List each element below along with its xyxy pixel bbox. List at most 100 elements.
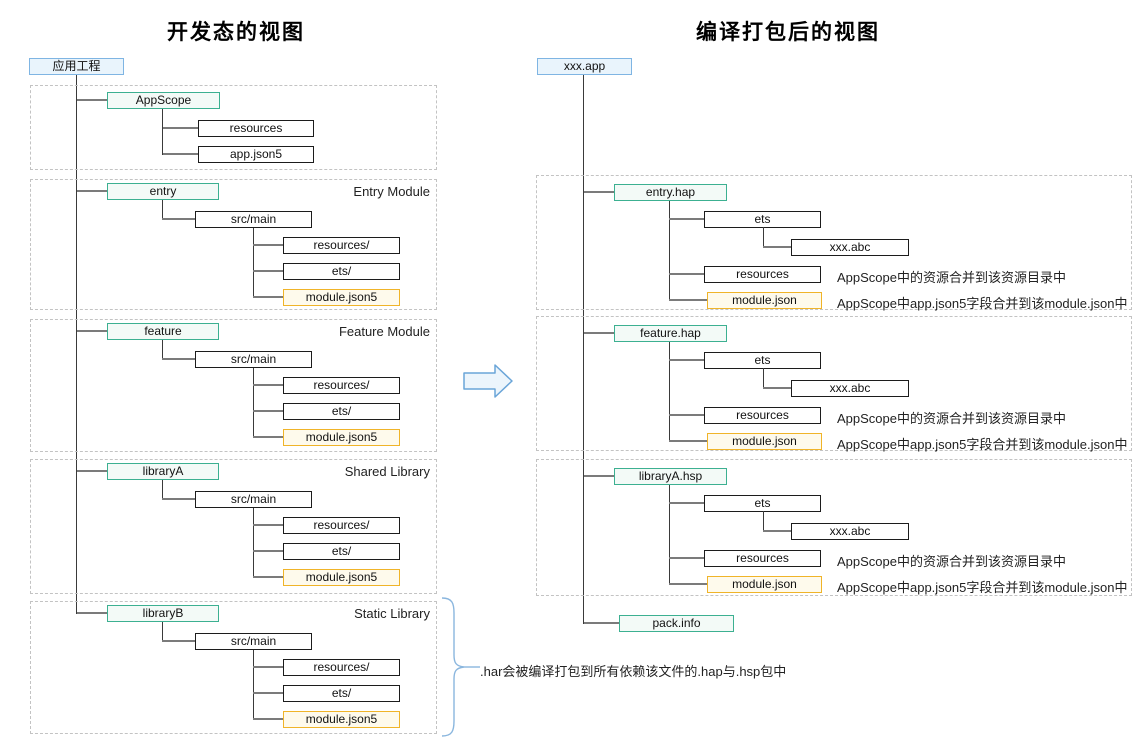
connector-line <box>669 342 670 442</box>
node-feature-hap-resources: resources <box>704 407 821 424</box>
node-libraryA-hsp-abc: xxx.abc <box>791 523 909 540</box>
node-entry-ets: ets/ <box>283 263 400 280</box>
connector-line <box>162 480 163 500</box>
annotation-appjson-merge: AppScope中app.json5字段合并到该module.json中 <box>837 580 1128 595</box>
node-libraryA-src-main: src/main <box>195 491 312 508</box>
connector-line <box>162 218 195 220</box>
connector-line <box>253 410 283 412</box>
transform-arrow-icon <box>463 364 513 398</box>
node-appscope-resources: resources <box>198 120 314 137</box>
annotation-resources-merge: AppScope中的资源合并到该资源目录中 <box>837 411 1066 426</box>
connector-line <box>669 201 670 301</box>
node-entry-hap-module-json: module.json <box>707 292 822 309</box>
node-libraryA-ets: ets/ <box>283 543 400 560</box>
node-entry-resources: resources/ <box>283 237 400 254</box>
packed-view-title: 编译打包后的视图 <box>696 21 880 44</box>
node-entry-src-main: src/main <box>195 211 312 228</box>
annotation-resources-merge: AppScope中的资源合并到该资源目录中 <box>837 270 1066 285</box>
connector-line <box>253 550 283 552</box>
node-feature-hap-ets: ets <box>704 352 821 369</box>
connector-line <box>669 273 704 275</box>
node-libraryA: libraryA <box>107 463 219 480</box>
connector-line <box>253 270 283 272</box>
node-appscope-app-json5: app.json5 <box>198 146 314 163</box>
connector-line <box>669 414 704 416</box>
connector-line <box>253 692 283 694</box>
node-entry-hap: entry.hap <box>614 184 727 201</box>
connector-line <box>763 511 764 531</box>
node-feature-hap-abc: xxx.abc <box>791 380 909 397</box>
connector-line <box>162 200 163 220</box>
connector-line <box>253 650 254 720</box>
connector-line <box>77 99 107 101</box>
node-libraryA-hsp-module-json: module.json <box>707 576 822 593</box>
connector-line <box>584 475 614 477</box>
connector-line <box>584 191 614 193</box>
connector-line <box>763 530 791 532</box>
connector-line <box>253 524 283 526</box>
connector-line <box>162 358 195 360</box>
dev-group-appscope <box>30 85 437 170</box>
module-type-label: Static Library <box>354 606 430 621</box>
node-entry-module-json5: module.json5 <box>283 289 400 306</box>
node-feature-hap: feature.hap <box>614 325 727 342</box>
connector-line <box>253 228 254 298</box>
curly-brace <box>441 597 480 737</box>
connector-line <box>163 153 198 155</box>
node-libraryB-src-main: src/main <box>195 633 312 650</box>
connector-line <box>763 387 791 389</box>
connector-line <box>253 576 283 578</box>
node-libraryA-hsp-resources: resources <box>704 550 821 567</box>
node-feature-module-json5: module.json5 <box>283 429 400 446</box>
packed-trunk-line <box>583 75 584 624</box>
node-libraryA-hsp: libraryA.hsp <box>614 468 727 485</box>
connector-line <box>669 299 707 301</box>
connector-line <box>253 384 283 386</box>
connector-line <box>162 640 195 642</box>
connector-line <box>253 244 283 246</box>
connector-line <box>77 190 107 192</box>
module-type-label: Feature Module <box>338 324 430 339</box>
node-libraryB: libraryB <box>107 605 219 622</box>
connector-line <box>253 666 283 668</box>
connector-line <box>253 368 254 438</box>
connector-line <box>763 227 764 247</box>
connector-line <box>162 109 163 155</box>
connector-line <box>669 218 704 220</box>
node-libraryB-module-json5: module.json5 <box>283 711 400 728</box>
connector-line <box>763 368 764 388</box>
node-appscope: AppScope <box>107 92 220 109</box>
connector-line <box>669 583 707 585</box>
connector-line <box>162 340 163 360</box>
dev-trunk-line <box>76 75 77 614</box>
module-type-label: Shared Library <box>344 464 430 479</box>
node-feature-src-main: src/main <box>195 351 312 368</box>
connector-line <box>669 440 707 442</box>
annotation-appjson-merge: AppScope中app.json5字段合并到该module.json中 <box>837 296 1128 311</box>
node-entry-hap-resources: resources <box>704 266 821 283</box>
node-feature-resources: resources/ <box>283 377 400 394</box>
connector-line <box>253 718 283 720</box>
annotation-resources-merge: AppScope中的资源合并到该资源目录中 <box>837 554 1066 569</box>
dev-group-feature <box>30 319 437 452</box>
module-type-label: Entry Module <box>353 184 430 199</box>
connector-line <box>163 127 198 129</box>
dev-group-libraryB <box>30 601 437 734</box>
node-app-project: 应用工程 <box>29 58 124 75</box>
node-libraryA-resources: resources/ <box>283 517 400 534</box>
connector-line <box>162 498 195 500</box>
node-libraryB-ets: ets/ <box>283 685 400 702</box>
node-pack-info: pack.info <box>619 615 734 632</box>
node-libraryA-module-json5: module.json5 <box>283 569 400 586</box>
packed-group-feature-hap <box>536 316 1132 451</box>
packed-group-entry-hap <box>536 175 1132 310</box>
node-libraryB-resources: resources/ <box>283 659 400 676</box>
dev-group-entry <box>30 179 437 310</box>
connector-line <box>584 332 614 334</box>
node-feature: feature <box>107 323 219 340</box>
connector-line <box>162 622 163 642</box>
annotation-appjson-merge: AppScope中app.json5字段合并到该module.json中 <box>837 437 1128 452</box>
node-entry-hap-abc: xxx.abc <box>791 239 909 256</box>
connector-line <box>763 246 791 248</box>
